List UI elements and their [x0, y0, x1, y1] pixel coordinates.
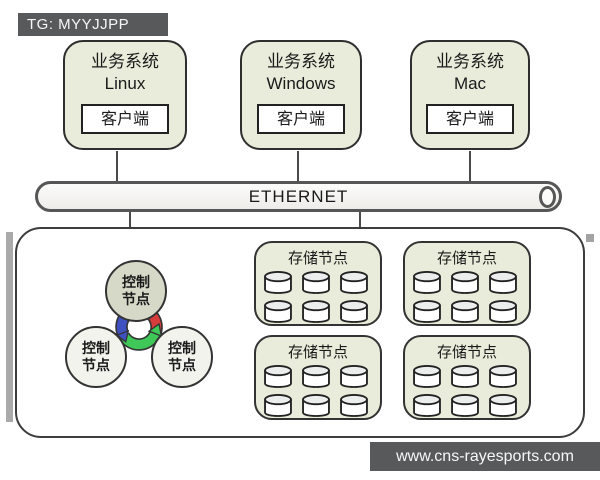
- control-node-label: 节点: [168, 357, 196, 373]
- connector-line: [469, 151, 471, 182]
- database-cylinder-icon: [340, 271, 368, 294]
- storage-node-box: 存储节点: [403, 335, 531, 420]
- storage-node-box: 存储节点: [254, 241, 382, 326]
- connector-line: [129, 212, 131, 228]
- connector-line: [116, 151, 118, 182]
- cylinder-grid: [411, 365, 523, 419]
- scan-artifact: [586, 234, 594, 242]
- ethernet-label: ETHERNET: [248, 187, 349, 206]
- database-cylinder-icon: [413, 271, 441, 294]
- control-node-label: 控制: [82, 340, 110, 356]
- system-os-label: Linux: [104, 74, 146, 93]
- control-node-circle: 控制 节点: [151, 326, 213, 388]
- control-node-circle: 控制 节点: [65, 326, 127, 388]
- database-cylinder-icon: [451, 365, 479, 388]
- storage-node-box: 存储节点: [254, 335, 382, 420]
- database-cylinder-icon: [302, 394, 330, 417]
- control-node-label: 节点: [82, 357, 110, 373]
- control-node-label: 节点: [122, 291, 150, 307]
- system-title: 业务系统: [91, 52, 159, 71]
- database-cylinder-icon: [302, 271, 330, 294]
- storage-node-title: 存储节点: [436, 250, 497, 267]
- database-cylinder-icon: [451, 271, 479, 294]
- database-cylinder-icon: [264, 394, 292, 417]
- cylinder-grid: [411, 271, 523, 325]
- system-box-windows: 业务系统 Windows 客户端: [240, 40, 362, 150]
- storage-node-title: 存储节点: [436, 344, 497, 361]
- client-box: 客户端: [426, 104, 514, 134]
- connector-line: [297, 151, 299, 182]
- database-cylinder-icon: [302, 300, 330, 323]
- control-node-label: 控制: [168, 340, 196, 356]
- database-cylinder-icon: [413, 365, 441, 388]
- site-watermark-label: www.cns-rayesports.com: [370, 442, 600, 471]
- client-box: 客户端: [257, 104, 345, 134]
- system-box-mac: 业务系统 Mac 客户端: [410, 40, 530, 150]
- database-cylinder-icon: [340, 300, 368, 323]
- connector-line: [359, 212, 361, 228]
- database-cylinder-icon: [489, 271, 517, 294]
- system-title: 业务系统: [436, 52, 504, 71]
- storage-node-box: 存储节点: [403, 241, 531, 326]
- client-box: 客户端: [81, 104, 169, 134]
- database-cylinder-icon: [264, 271, 292, 294]
- storage-node-title: 存储节点: [287, 344, 348, 361]
- system-os-label: Mac: [453, 74, 487, 93]
- scan-artifact: [6, 232, 13, 422]
- database-cylinder-icon: [413, 300, 441, 323]
- system-title: 业务系统: [267, 52, 335, 71]
- ethernet-bus-pipe: ETHERNET: [35, 181, 562, 212]
- database-cylinder-icon: [340, 394, 368, 417]
- database-cylinder-icon: [489, 394, 517, 417]
- database-cylinder-icon: [451, 394, 479, 417]
- system-box-linux: 业务系统 Linux 客户端: [63, 40, 187, 150]
- database-cylinder-icon: [340, 365, 368, 388]
- cylinder-grid: [262, 365, 374, 419]
- database-cylinder-icon: [489, 300, 517, 323]
- system-os-label: Windows: [266, 74, 336, 93]
- cylinder-grid: [262, 271, 374, 325]
- control-node-label: 控制: [122, 274, 150, 290]
- database-cylinder-icon: [264, 300, 292, 323]
- database-cylinder-icon: [413, 394, 441, 417]
- tg-watermark-label: TG: MYYJJPP: [18, 13, 168, 36]
- storage-node-title: 存储节点: [287, 250, 348, 267]
- control-node-circle: 控制 节点: [105, 260, 167, 322]
- pipe-end-ellipse-icon: [539, 185, 556, 208]
- database-cylinder-icon: [302, 365, 330, 388]
- database-cylinder-icon: [489, 365, 517, 388]
- database-cylinder-icon: [264, 365, 292, 388]
- database-cylinder-icon: [451, 300, 479, 323]
